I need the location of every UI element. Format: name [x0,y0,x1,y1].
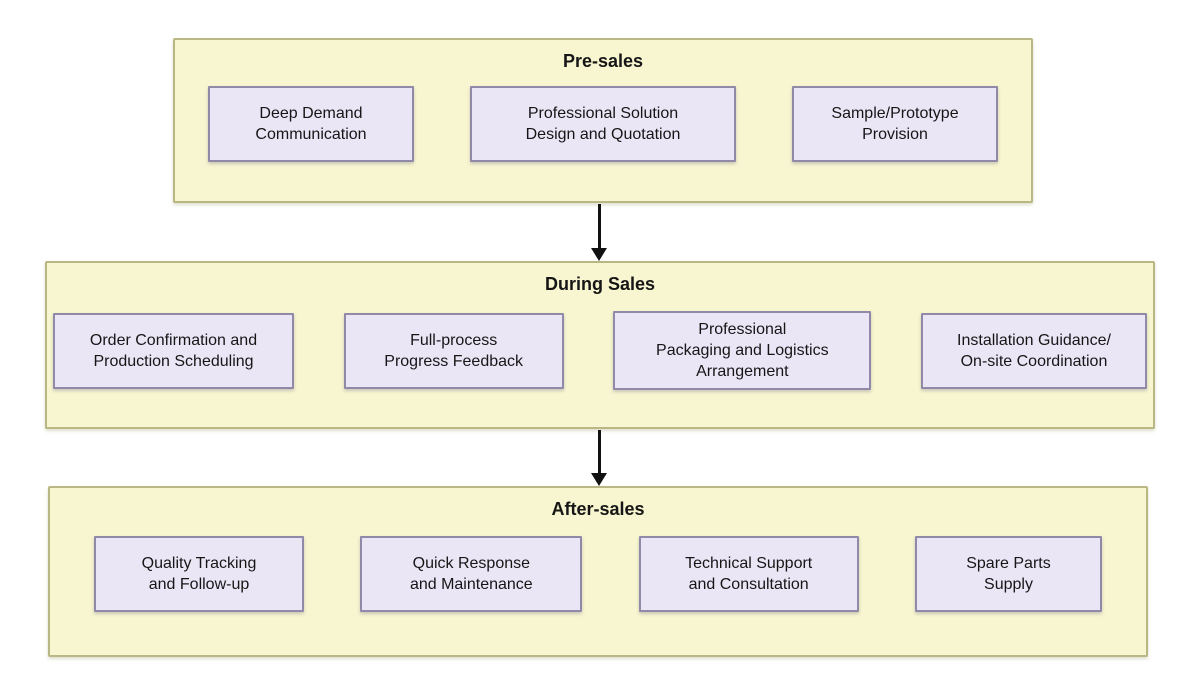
stage-row-after-sales: Quality Tracking and Follow-up Quick Res… [50,536,1146,612]
process-box-packaging-logistics: Professional Packaging and Logistics Arr… [613,311,872,390]
process-box-quality-tracking: Quality Tracking and Follow-up [94,536,304,612]
process-box-deep-demand-communication: Deep Demand Communication [208,86,414,162]
stage-row-during-sales: Order Confirmation and Production Schedu… [47,311,1153,390]
stage-pre-sales: Pre-sales Deep Demand Communication Prof… [173,38,1033,203]
process-box-installation-guidance: Installation Guidance/ On-site Coordinat… [920,312,1147,389]
process-box-quick-response-maintenance: Quick Response and Maintenance [360,536,583,612]
stage-after-sales: After-sales Quality Tracking and Follow-… [48,486,1148,657]
process-box-progress-feedback: Full-process Progress Feedback [343,312,564,389]
arrow-head-down-icon [591,248,607,261]
stage-title-after-sales: After-sales [551,499,645,519]
process-box-sample-prototype-provision: Sample/Prototype Provision [792,86,998,162]
flow-arrow-pre-to-during [590,204,608,261]
stage-title-pre-sales: Pre-sales [562,51,644,71]
flow-arrow-during-to-after [590,430,608,486]
stage-title-during-sales: During Sales [544,274,656,294]
process-box-spare-parts-supply: Spare Parts Supply [914,536,1102,612]
process-box-order-confirmation-scheduling: Order Confirmation and Production Schedu… [53,312,294,389]
arrow-line [597,430,601,473]
stage-row-pre-sales: Deep Demand Communication Professional S… [175,86,1031,162]
process-box-technical-support: Technical Support and Consultation [638,536,859,612]
process-box-solution-design-quotation: Professional Solution Design and Quotati… [470,86,736,162]
arrow-line [597,204,601,248]
stage-during-sales: During Sales Order Confirmation and Prod… [45,261,1155,429]
arrow-head-down-icon [591,473,607,486]
